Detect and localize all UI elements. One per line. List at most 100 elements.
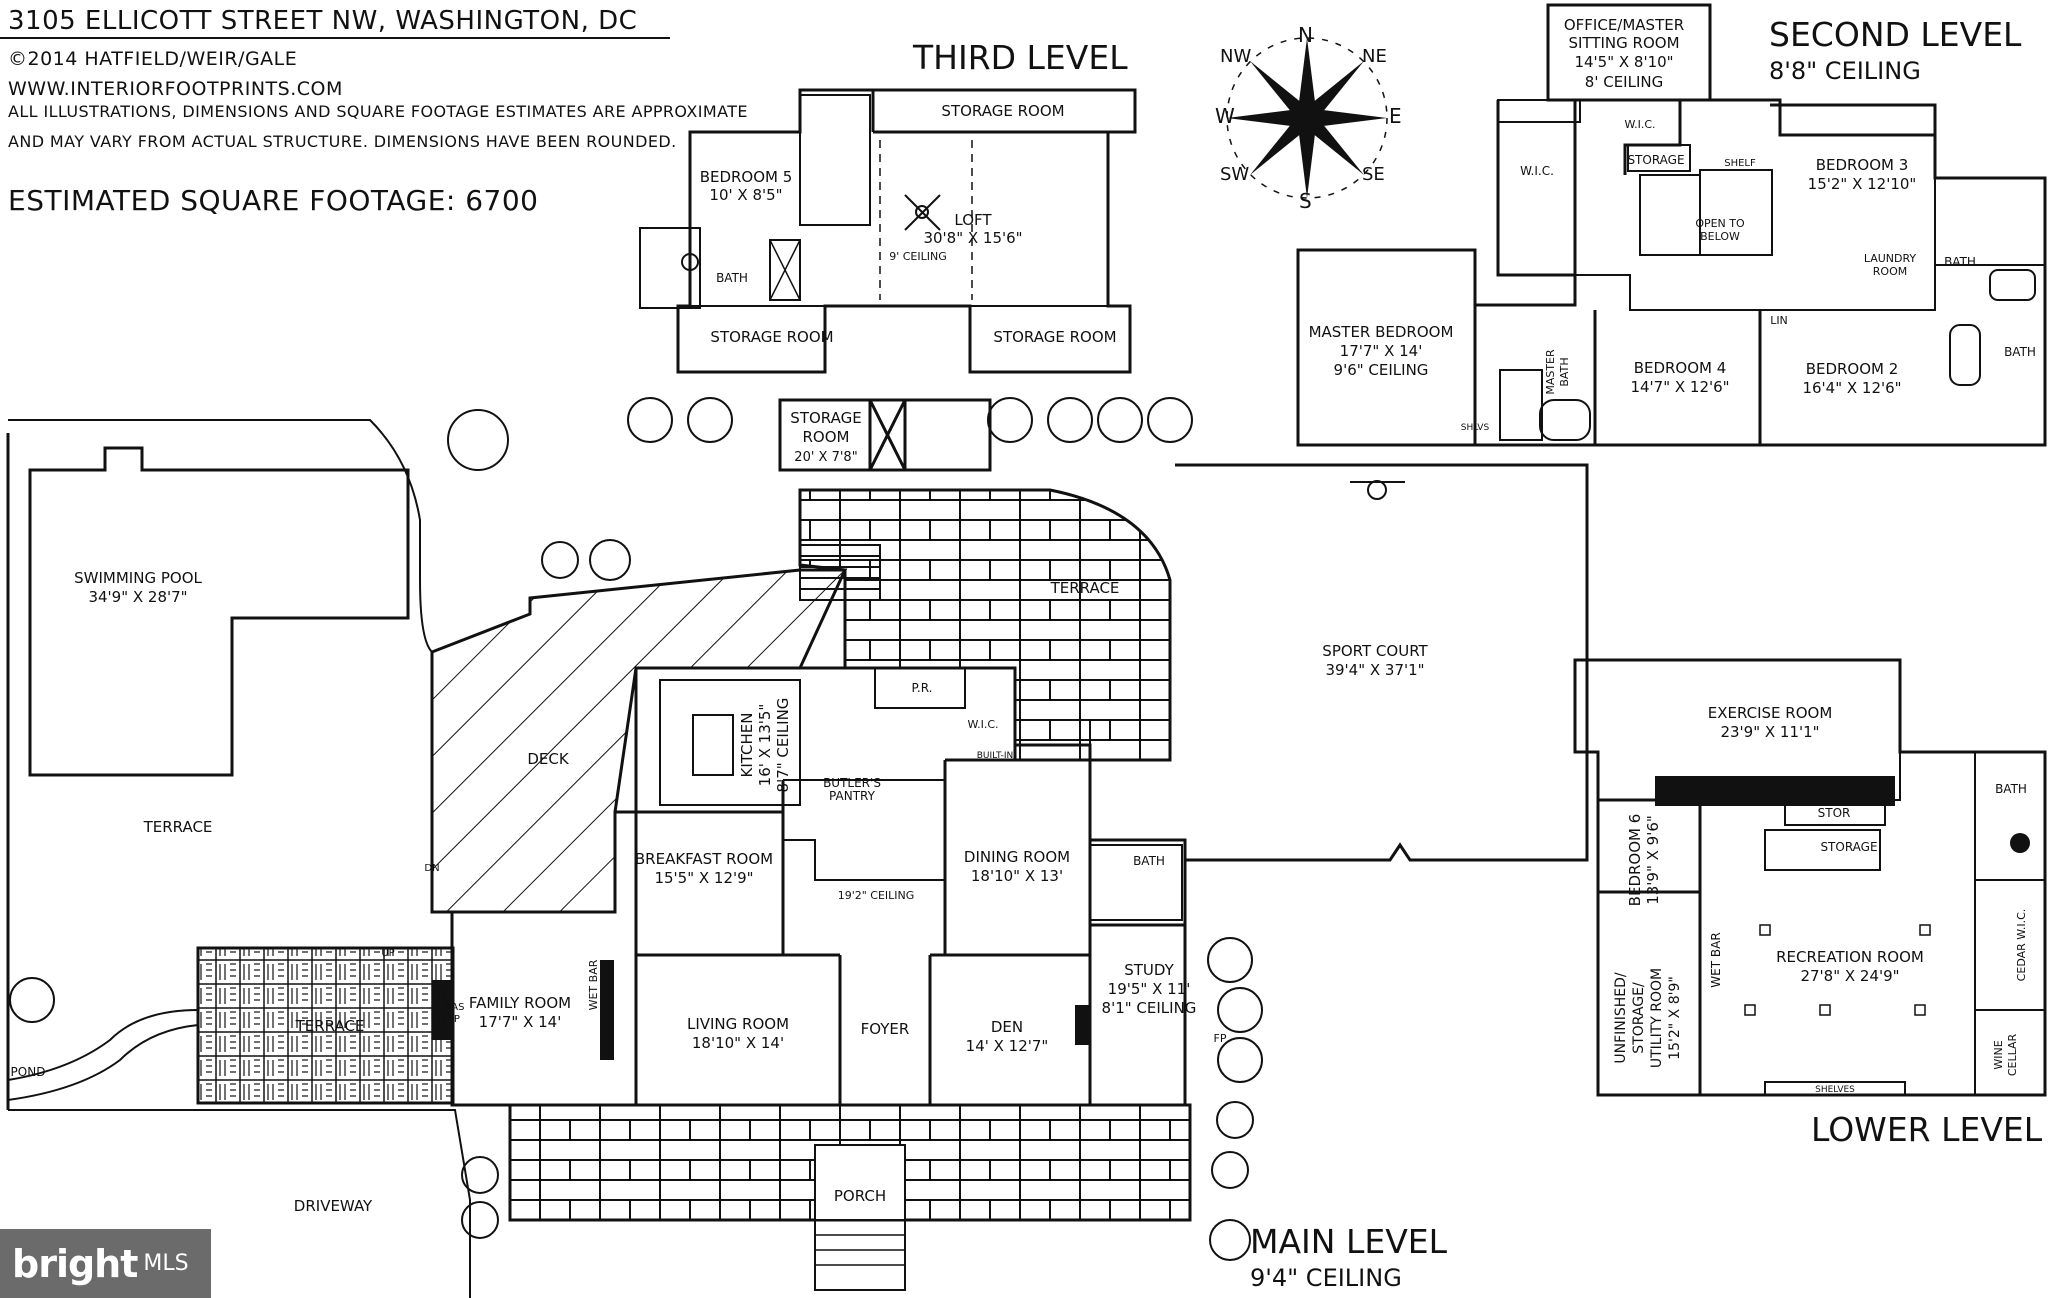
compass-w: W [1215,104,1235,128]
lower-bath-label: BATH [1995,782,2027,796]
breakfast-label: BREAKFAST ROOM [635,850,773,868]
brightmls-logo: bright MLS [0,1229,211,1298]
second-storage-label: STORAGE [1627,153,1684,167]
terrace-top-label: TERRACE [1050,579,1120,597]
square-footage: ESTIMATED SQUARE FOOTAGE: 6700 [8,184,539,217]
study-label: STUDY [1124,961,1174,979]
pool-dim: 34'9" X 28'7" [88,588,187,606]
main-bath-label: BATH [1133,854,1165,868]
bedroom3-label: BEDROOM 3 [1816,156,1909,174]
shelf-label: SHELF [1724,158,1756,169]
bath-2a-label: BATH [1944,255,1976,269]
butler-label-1: BUTLER'S [823,776,881,790]
third-storage-left-label: STORAGE ROOM [710,328,833,346]
terrace-left-label: TERRACE [143,818,213,836]
main-level-title: MAIN LEVEL [1250,1222,1448,1261]
family-label: FAMILY ROOM [469,994,571,1012]
dining-dim: 18'10" X 13' [971,867,1063,885]
master-bath-label-2: BATH [1558,357,1571,386]
disclaimer-line-1: ALL ILLUSTRATIONS, DIMENSIONS AND SQUARE… [8,102,748,121]
bedroom2-label: BEDROOM 2 [1806,360,1899,378]
lower-wetbar-label: WET BAR [1709,932,1723,987]
kitchen-label: KITCHEN [738,713,756,778]
disclaimer-line-2: AND MAY VARY FROM ACTUAL STRUCTURE. DIME… [8,132,677,151]
lower-level-plan [1573,658,2047,1097]
kitchen-dim: 16' X 13'5" [756,704,774,787]
gas-fp-label-2: FP [448,1014,460,1025]
study-dim: 19'5" X 11' [1108,980,1191,998]
bedroom6-dim: 13'9" X 9'6" [1644,815,1662,905]
wic-b-label: W.I.C. [1624,118,1655,131]
bedroom4-dim: 14'7" X 12'6" [1630,378,1729,396]
builtin-label: BUILT-IN [977,751,1014,761]
loft-dim: 30'8" X 15'6" [923,229,1022,247]
sport-court-dim: 39'4" X 37'1" [1325,661,1424,679]
living-label: LIVING ROOM [687,1015,789,1033]
compass-nw: NW [1220,46,1251,67]
foyer-label: FOYER [861,1020,910,1038]
lower-storage-label: STORAGE [1820,840,1877,854]
shelves-label: SHELVES [1815,1085,1855,1095]
unfinished-label-3: UTILITY ROOM [1649,968,1665,1068]
terrace-patio-label: TERRACE [295,1017,365,1035]
pond-label: POND [11,1065,46,1079]
study-ceiling: 8'1" CEILING [1102,999,1197,1017]
sport-court [1175,463,1589,862]
breakfast-dim: 15'5" X 12'9" [654,869,753,887]
deck-label: DECK [527,750,570,768]
laundry-label-1: LAUNDRY [1864,252,1917,265]
third-storage-top-label: STORAGE ROOM [941,102,1064,120]
open-below-2: BELOW [1700,230,1740,243]
swimming-pool [28,446,410,777]
master-bed-ceiling: 9'6" CEILING [1334,361,1429,379]
compass-sw: SW [1220,164,1249,185]
cedar-wic-label: CEDAR W.I.C. [2015,909,2028,982]
study-fp-label: FP [1214,1032,1227,1045]
bedroom4-label: BEDROOM 4 [1634,359,1727,377]
bedroom6-label: BEDROOM 6 [1626,814,1644,907]
lin-label: LIN [1770,314,1788,327]
master-bed-dim: 17'7" X 14' [1340,342,1423,360]
storage-room-label-1: STORAGE [790,409,861,427]
wet-bar-label: WET BAR [587,959,600,1010]
stone-terrace [798,488,1172,762]
compass-se: SE [1362,164,1385,185]
wine-label-2: CELLAR [2006,1033,2019,1076]
loft-ceiling: 9' CEILING [889,250,947,263]
wine-label-1: WINE [1992,1040,2005,1069]
compass-ne: NE [1362,46,1387,67]
main-level-ceiling: 9'4" CEILING [1250,1264,1402,1292]
butler-label-2: PANTRY [829,789,876,803]
unfinished-dim: 15'2" X 8'9" [1667,976,1683,1060]
bedroom3-dim: 15'2" X 12'10" [1808,175,1917,193]
sport-court-label: SPORT COURT [1322,642,1428,660]
kitchen-ceiling: 8'7" CEILING [774,698,792,793]
trees [9,397,1263,1261]
third-level-plan [639,88,1137,374]
laundry-label-2: ROOM [1873,265,1907,278]
gas-fp-label-1: GAS [444,1002,465,1013]
brick-terrace [196,946,455,1105]
third-level-title: THIRD LEVEL [913,38,1128,77]
family-dim: 17'7" X 14' [479,1013,562,1031]
storage-room-label-2: ROOM [803,428,850,446]
office-label-2: SITTING ROOM [1568,34,1679,52]
stor-label: STOR [1818,806,1851,820]
office-label: OFFICE/MASTER [1564,16,1684,34]
ceiling-192-label: 19'2" CEILING [838,889,915,902]
bedroom2-dim: 16'4" X 12'6" [1802,379,1901,397]
exercise-dim: 23'9" X 11'1" [1720,723,1819,741]
compass-s: S [1299,189,1312,213]
header-rule [0,37,670,39]
second-level-ceiling: 8'8" CEILING [1769,57,1921,85]
lower-level-title: LOWER LEVEL [1811,1110,2043,1149]
deck-stairs [799,544,881,601]
driveway-label: DRIVEWAY [294,1197,373,1215]
den-label: DEN [991,1018,1023,1036]
logo-sub-text: MLS [143,1251,189,1276]
second-level-title: SECOND LEVEL [1769,15,2022,54]
wic-main-label: W.I.C. [967,718,998,731]
recreation-label: RECREATION ROOM [1776,948,1924,966]
